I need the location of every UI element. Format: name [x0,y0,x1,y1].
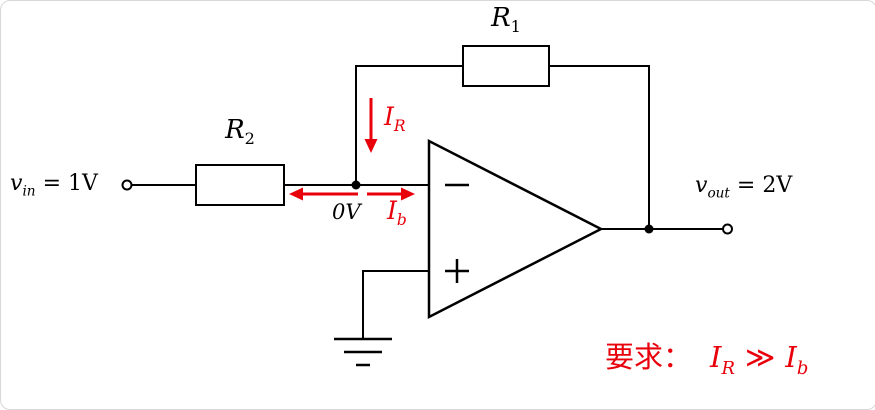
vout-label: vout = 2V [695,173,793,202]
r1-label: R1 [491,3,521,37]
feedback-resistor-r1 [462,45,550,87]
opamp-plus-sign [445,259,469,283]
input-resistor-r2 [195,164,285,206]
requirement-text: 要求：IR≫Ib [605,340,809,379]
opamp-triangle [427,138,604,320]
noninverting-input-wire [362,270,429,339]
ground-symbol [334,337,392,367]
ir-label: IR [384,102,406,135]
feedback-wire-left [355,65,463,185]
r2-label: R2 [225,115,255,149]
current-arrow-left-0v [289,187,358,201]
current-arrow-ir [364,98,378,153]
vin-label: vin = 1V [10,171,98,200]
ib-label: Ib [387,196,407,229]
output-node-dot [644,224,654,234]
current-arrow-ib [367,187,415,201]
input-terminal [121,179,133,191]
node-voltage-label: 0V [332,200,361,224]
feedback-wire-right [549,65,650,229]
output-terminal [722,223,733,235]
inverting-node-dot [351,180,361,190]
